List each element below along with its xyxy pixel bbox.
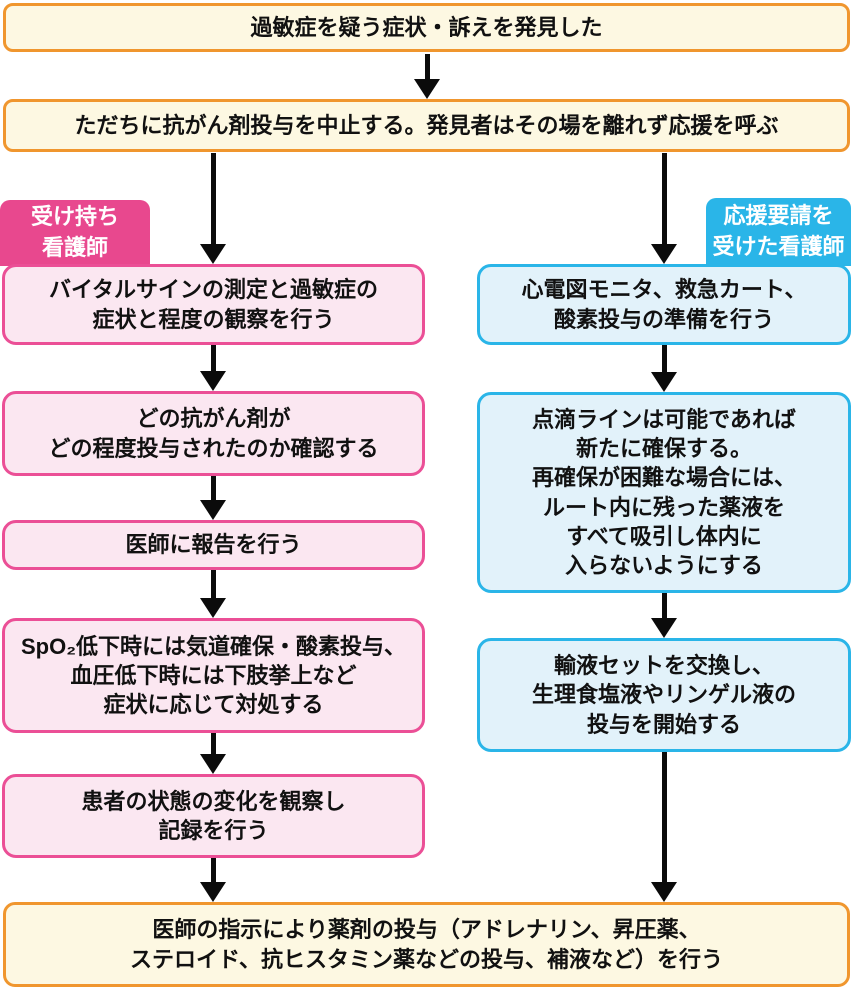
node-iv-line-line4: ルート内に残った薬液を (542, 494, 785, 520)
arrow-right-2 (651, 593, 677, 638)
arrow-shaft (661, 345, 667, 372)
arrow-head-icon (651, 372, 677, 392)
arrow-shaft (210, 858, 216, 882)
arrow-head-icon (200, 754, 226, 774)
node-infusion-set-line1: 輸液セットを交換し、 (553, 653, 774, 679)
badge-support-nurse: 応援要請を 受けた看護師 (706, 198, 851, 266)
node-infusion-set-line3: 投与を開始する (586, 711, 741, 737)
node-iv-line-line6: 入らないようにする (565, 552, 763, 578)
arrow-head-icon (651, 244, 677, 264)
node-observe-record-line2: 記録を行う (158, 818, 269, 843)
node-prepare-equipment-line1: 心電図モニタ、救急カート、 (521, 277, 807, 303)
badge-primary-nurse: 受け持ち 看護師 (0, 200, 150, 266)
arrow-head-icon (200, 244, 226, 264)
arrow-stop-to-right-column (651, 153, 677, 264)
node-observe-record: 患者の状態の変化を観察し 記録を行う (2, 774, 425, 858)
badge-primary-nurse-line2: 看護師 (41, 235, 108, 260)
arrow-shaft (661, 593, 667, 618)
node-iv-line-line1: 点滴ラインは可能であれば (532, 407, 796, 433)
arrow-head-icon (200, 598, 226, 618)
node-confirm-drug: どの抗がん剤が どの程度投与されたのか確認する (2, 391, 425, 476)
arrow-shaft (210, 345, 216, 371)
arrow-head-icon (651, 882, 677, 902)
node-confirm-drug-line1: どの抗がん剤が (136, 406, 291, 432)
arrow-left-to-end (200, 858, 226, 902)
node-spo2-response-line3: 症状に応じて対処する (103, 692, 324, 718)
node-infusion-set-line2: 生理食塩液やリンゲル液の (531, 682, 796, 708)
node-start: 過敏症を疑う症状・訴えを発見した (3, 3, 850, 52)
node-stop-infusion: ただちに抗がん剤投与を中止する。発見者はその場を離れず応援を呼ぶ (3, 99, 850, 152)
node-spo2-response-line2: 血圧低下時には下肢挙上など (70, 662, 357, 688)
arrow-head-icon (200, 882, 226, 902)
node-spo2-response: SpO₂低下時には気道確保・酸素投与、 血圧低下時には下肢挙上など 症状に応じて… (2, 618, 425, 733)
node-infusion-set: 輸液セットを交換し、 生理食塩液やリンゲル液の 投与を開始する (477, 638, 851, 752)
node-vital-signs-line1: バイタルサインの測定と過敏症の (48, 277, 379, 303)
node-iv-line-line2: 新たに確保する。 (575, 436, 752, 462)
arrow-left-2 (200, 476, 226, 520)
node-report-doctor-line1: 医師に報告を行う (125, 532, 302, 558)
arrow-shaft (210, 153, 216, 244)
arrow-left-4 (200, 733, 226, 774)
node-end-medication-line2: ステロイド、抗ヒスタミン薬などの投与、補液など）を行う (129, 946, 724, 972)
arrow-head-icon (651, 618, 677, 638)
arrow-head-icon (414, 79, 440, 99)
arrow-shaft (210, 476, 216, 500)
arrow-start-to-stop (414, 54, 440, 99)
arrow-head-icon (200, 371, 226, 391)
node-iv-line-line3: 再確保が困難な場合には、 (531, 465, 796, 491)
node-report-doctor: 医師に報告を行う (2, 520, 425, 570)
badge-support-nurse-line1: 応援要請を (723, 203, 834, 229)
arrow-shaft (661, 752, 667, 882)
arrow-head-icon (200, 500, 226, 520)
node-spo2-response-line1: SpO₂低下時には気道確保・酸素投与、 (20, 633, 406, 659)
node-start-text: 過敏症を疑う症状・訴えを発見した (250, 14, 603, 40)
badge-primary-nurse-line1: 受け持ち (30, 204, 119, 230)
arrow-right-to-end (651, 752, 677, 902)
node-end-medication: 医師の指示により薬剤の投与（アドレナリン、昇圧薬、 ステロイド、抗ヒスタミン薬な… (3, 902, 850, 987)
badge-support-nurse-line2: 受けた看護師 (712, 234, 845, 259)
arrow-shaft (210, 570, 216, 598)
arrow-shaft (210, 733, 216, 754)
node-stop-infusion-text: ただちに抗がん剤投与を中止する。発見者はその場を離れず応援を呼ぶ (74, 112, 779, 138)
node-end-medication-line1: 医師の指示により薬剤の投与（アドレナリン、昇圧薬、 (152, 917, 701, 943)
arrow-shaft (424, 54, 430, 79)
arrow-shaft (661, 153, 667, 244)
node-confirm-drug-line2: どの程度投与されたのか確認する (48, 435, 379, 461)
arrow-left-1 (200, 345, 226, 391)
node-prepare-equipment: 心電図モニタ、救急カート、 酸素投与の準備を行う (477, 264, 851, 345)
node-vital-signs-line2: 症状と程度の観察を行う (92, 306, 335, 332)
node-iv-line-line5: すべて吸引し体内に (566, 523, 762, 549)
arrow-left-3 (200, 570, 226, 618)
node-prepare-equipment-line2: 酸素投与の準備を行う (553, 306, 774, 332)
node-vital-signs: バイタルサインの測定と過敏症の 症状と程度の観察を行う (2, 264, 425, 345)
node-observe-record-line1: 患者の状態の変化を観察し (81, 788, 346, 814)
node-iv-line: 点滴ラインは可能であれば 新たに確保する。 再確保が困難な場合には、 ルート内に… (477, 392, 851, 593)
arrow-right-1 (651, 345, 677, 392)
arrow-stop-to-left-column (200, 153, 226, 264)
